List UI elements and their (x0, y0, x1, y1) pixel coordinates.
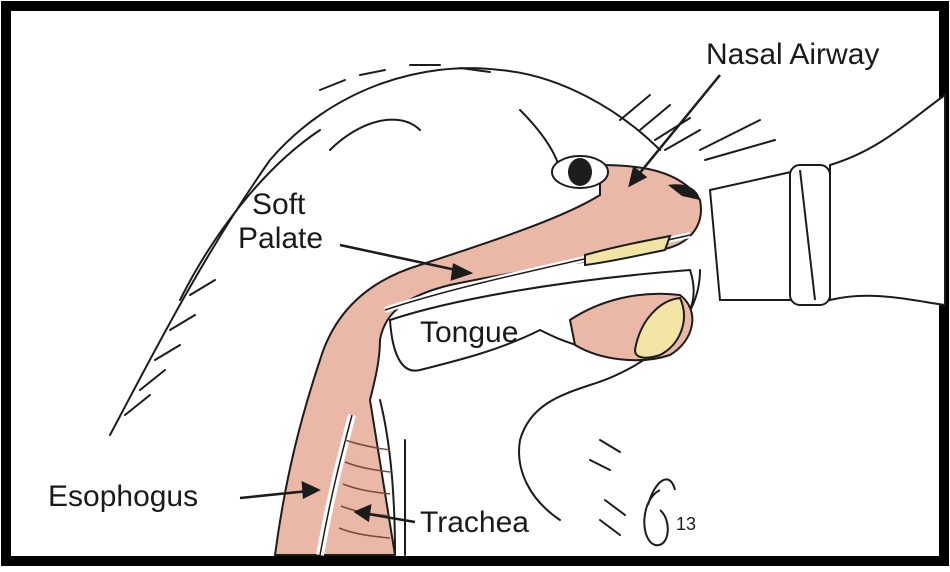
trachea-label: Trachea (420, 506, 529, 539)
tongue-label: Tongue (420, 316, 518, 349)
nasal-airway-label: Nasal Airway (706, 38, 879, 71)
nasal-airway-arrow (630, 75, 720, 185)
soft-palate-label-line2: Palate (238, 222, 323, 255)
artist-signature: 13 (644, 479, 696, 545)
esophagus-label: Esophogus (48, 480, 198, 513)
eye-pupil (568, 158, 592, 186)
signature-number: 13 (676, 514, 696, 534)
soft-palate-label-line1: Soft (252, 188, 306, 221)
